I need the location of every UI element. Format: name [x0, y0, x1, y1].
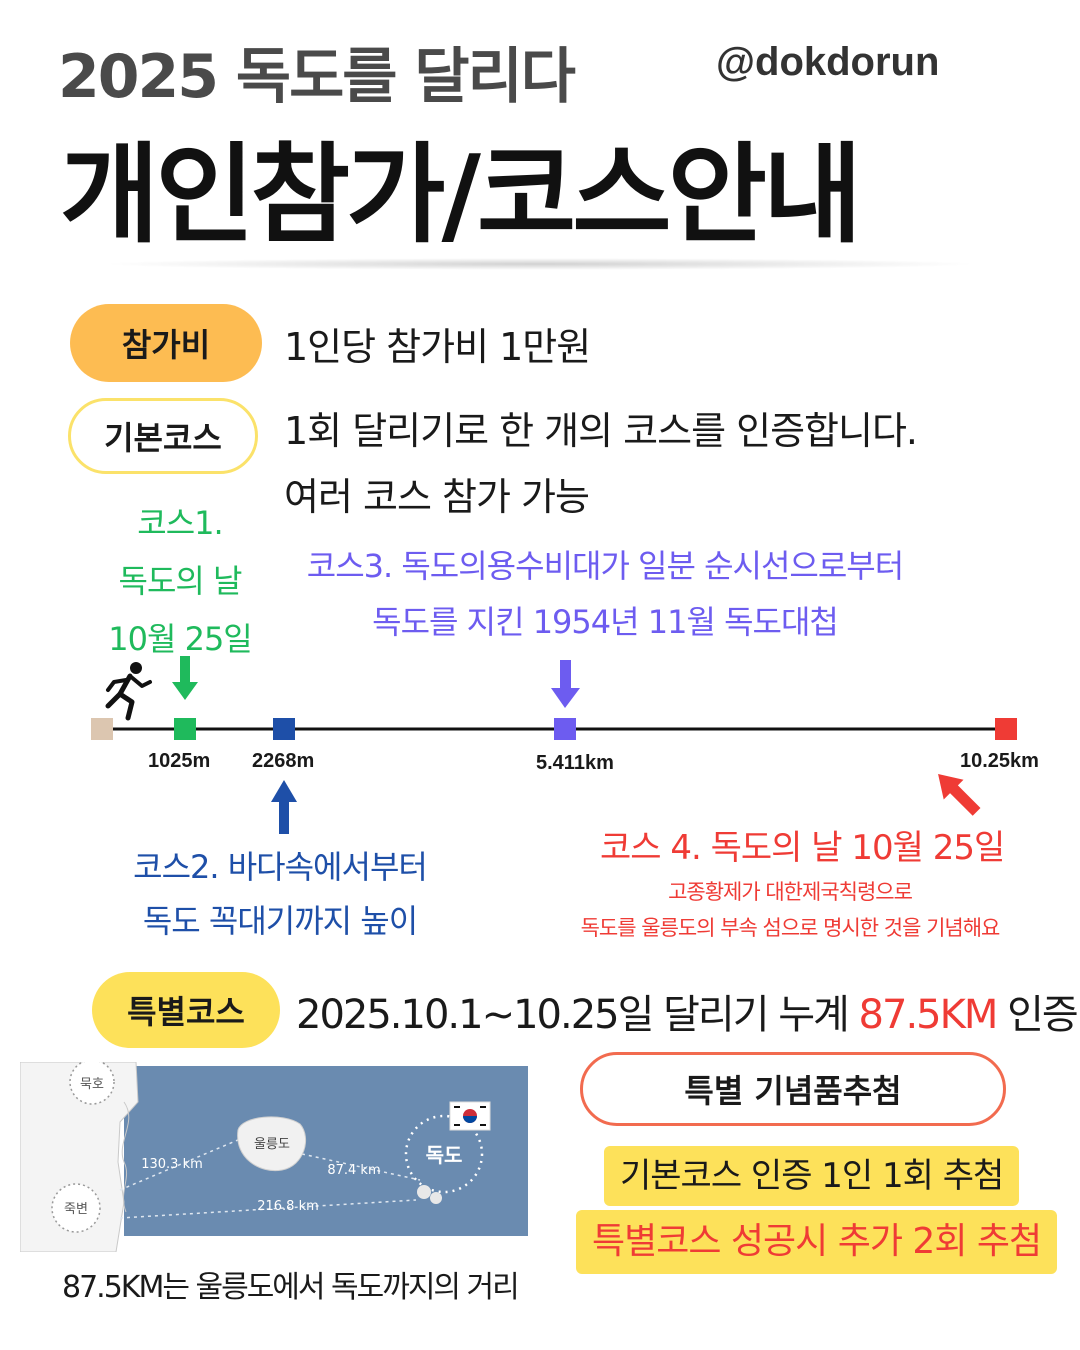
map-dist-ulleung-dokdo: 87.4 km — [327, 1163, 380, 1178]
map-label-dokdo: 독도 — [426, 1143, 463, 1167]
course3-label: 코스3. 독도의용수비대가 일분 순시선으로부터 독도를 지킨 1954년 11… — [300, 538, 910, 650]
korea-flag-icon — [449, 1101, 491, 1131]
basic-course-line1: 1회 달리기로 한 개의 코스를 인증합니다. — [284, 409, 918, 453]
ulleungdo-island — [237, 1116, 307, 1172]
title-divider-shadow — [100, 258, 980, 270]
course-track — [91, 656, 1017, 834]
course3-line1: 코스3. 독도의용수비대가 일분 순시선으로부터 — [306, 547, 904, 585]
course1-line3: 10월 25일 — [108, 620, 253, 658]
course3-line2: 독도를 지킨 1954년 11월 독도대첩 — [372, 603, 839, 641]
fee-badge: 참가비 — [70, 304, 262, 382]
map-label-jukbyeon: 죽변 — [64, 1202, 88, 1217]
dokdo-circle — [404, 1114, 484, 1194]
course1-line1: 코스1. — [137, 504, 223, 542]
course2-label: 코스2. 바다속에서부터 독도 꼭대기까지 높이 — [130, 840, 430, 948]
course1-label: 코스1. 독도의 날 10월 25일 — [100, 494, 260, 668]
course4-marker — [995, 718, 1017, 740]
fee-text: 1인당 참가비 1만원 — [284, 325, 591, 369]
distance-course3: 5.411km — [536, 752, 614, 774]
map-dist-mainland-ulleung: 130.3 km — [141, 1157, 203, 1172]
map-label-mukho: 묵호 — [80, 1077, 104, 1092]
course4-desc-line1: 고종황제가 대한제국칙령으로 — [668, 880, 913, 904]
course2-arrow-icon — [271, 780, 297, 834]
prize-line2: 특별코스 성공시 추가 2회 추첨 — [576, 1210, 1058, 1274]
page-title: 개인참가/코스안내 — [60, 133, 862, 258]
course1-marker — [174, 718, 196, 740]
course3-marker — [554, 718, 576, 740]
course4-arrow-icon — [938, 774, 981, 816]
sea-area — [124, 1066, 528, 1236]
jukbyeon-marker — [51, 1183, 101, 1233]
course4-desc: 고종황제가 대한제국칙령으로 독도를 울릉도의 부속 섬으로 명시한 것을 기념… — [560, 874, 1020, 946]
special-course-badge: 특별코스 — [92, 972, 280, 1048]
distance-course2: 2268m — [252, 750, 315, 772]
course4-desc-line2: 독도를 울릉도의 부속 섬으로 명시한 것을 기념해요 — [580, 916, 1001, 940]
map-caption: 87.5KM는 울릉도에서 독도까지의 거리 — [62, 1270, 520, 1305]
dokdo-map: 묵호 죽변 울릉도 독도 130.3 km 87.4 km 216.8 km — [20, 1062, 530, 1252]
title-top: 2025 독도를 달리다 — [58, 42, 576, 112]
special-text-distance: 87.5KM — [858, 992, 999, 1038]
map-dist-mainland-dokdo: 216.8 km — [257, 1199, 319, 1214]
runner-icon — [105, 662, 152, 721]
course3-arrow-icon — [551, 660, 580, 708]
instagram-handle: @dokdorun — [716, 40, 940, 84]
basic-course-line2: 여러 코스 참가 가능 — [284, 475, 590, 519]
special-course-text: 2025.10.1~10.25일 달리기 누계 87.5KM 인증 — [296, 982, 1079, 1040]
map-label-ulleungdo: 울릉도 — [254, 1137, 290, 1152]
course2-line2: 독도 꼭대기까지 높이 — [142, 902, 418, 940]
special-text-before: 2025.10.1~10.25일 달리기 누계 — [296, 992, 859, 1038]
course2-marker — [273, 718, 295, 740]
course4-title: 코스 4. 독도의 날 10월 25일 — [600, 828, 1005, 868]
start-marker — [91, 718, 113, 740]
basic-course-badge: 기본코스 — [68, 398, 258, 474]
prize-title-badge: 특별 기념품추첨 — [580, 1052, 1006, 1126]
mukho-marker — [69, 1062, 115, 1105]
course1-arrow-icon — [172, 656, 198, 700]
course1-line2: 독도의 날 — [118, 562, 243, 600]
distance-course4: 10.25km — [960, 750, 1039, 772]
prize-line1: 기본코스 인증 1인 1회 추첨 — [604, 1146, 1020, 1206]
distance-course1: 1025m — [148, 750, 211, 772]
special-text-after: 인증 — [996, 992, 1079, 1038]
course2-line1: 코스2. 바다속에서부터 — [133, 848, 428, 886]
